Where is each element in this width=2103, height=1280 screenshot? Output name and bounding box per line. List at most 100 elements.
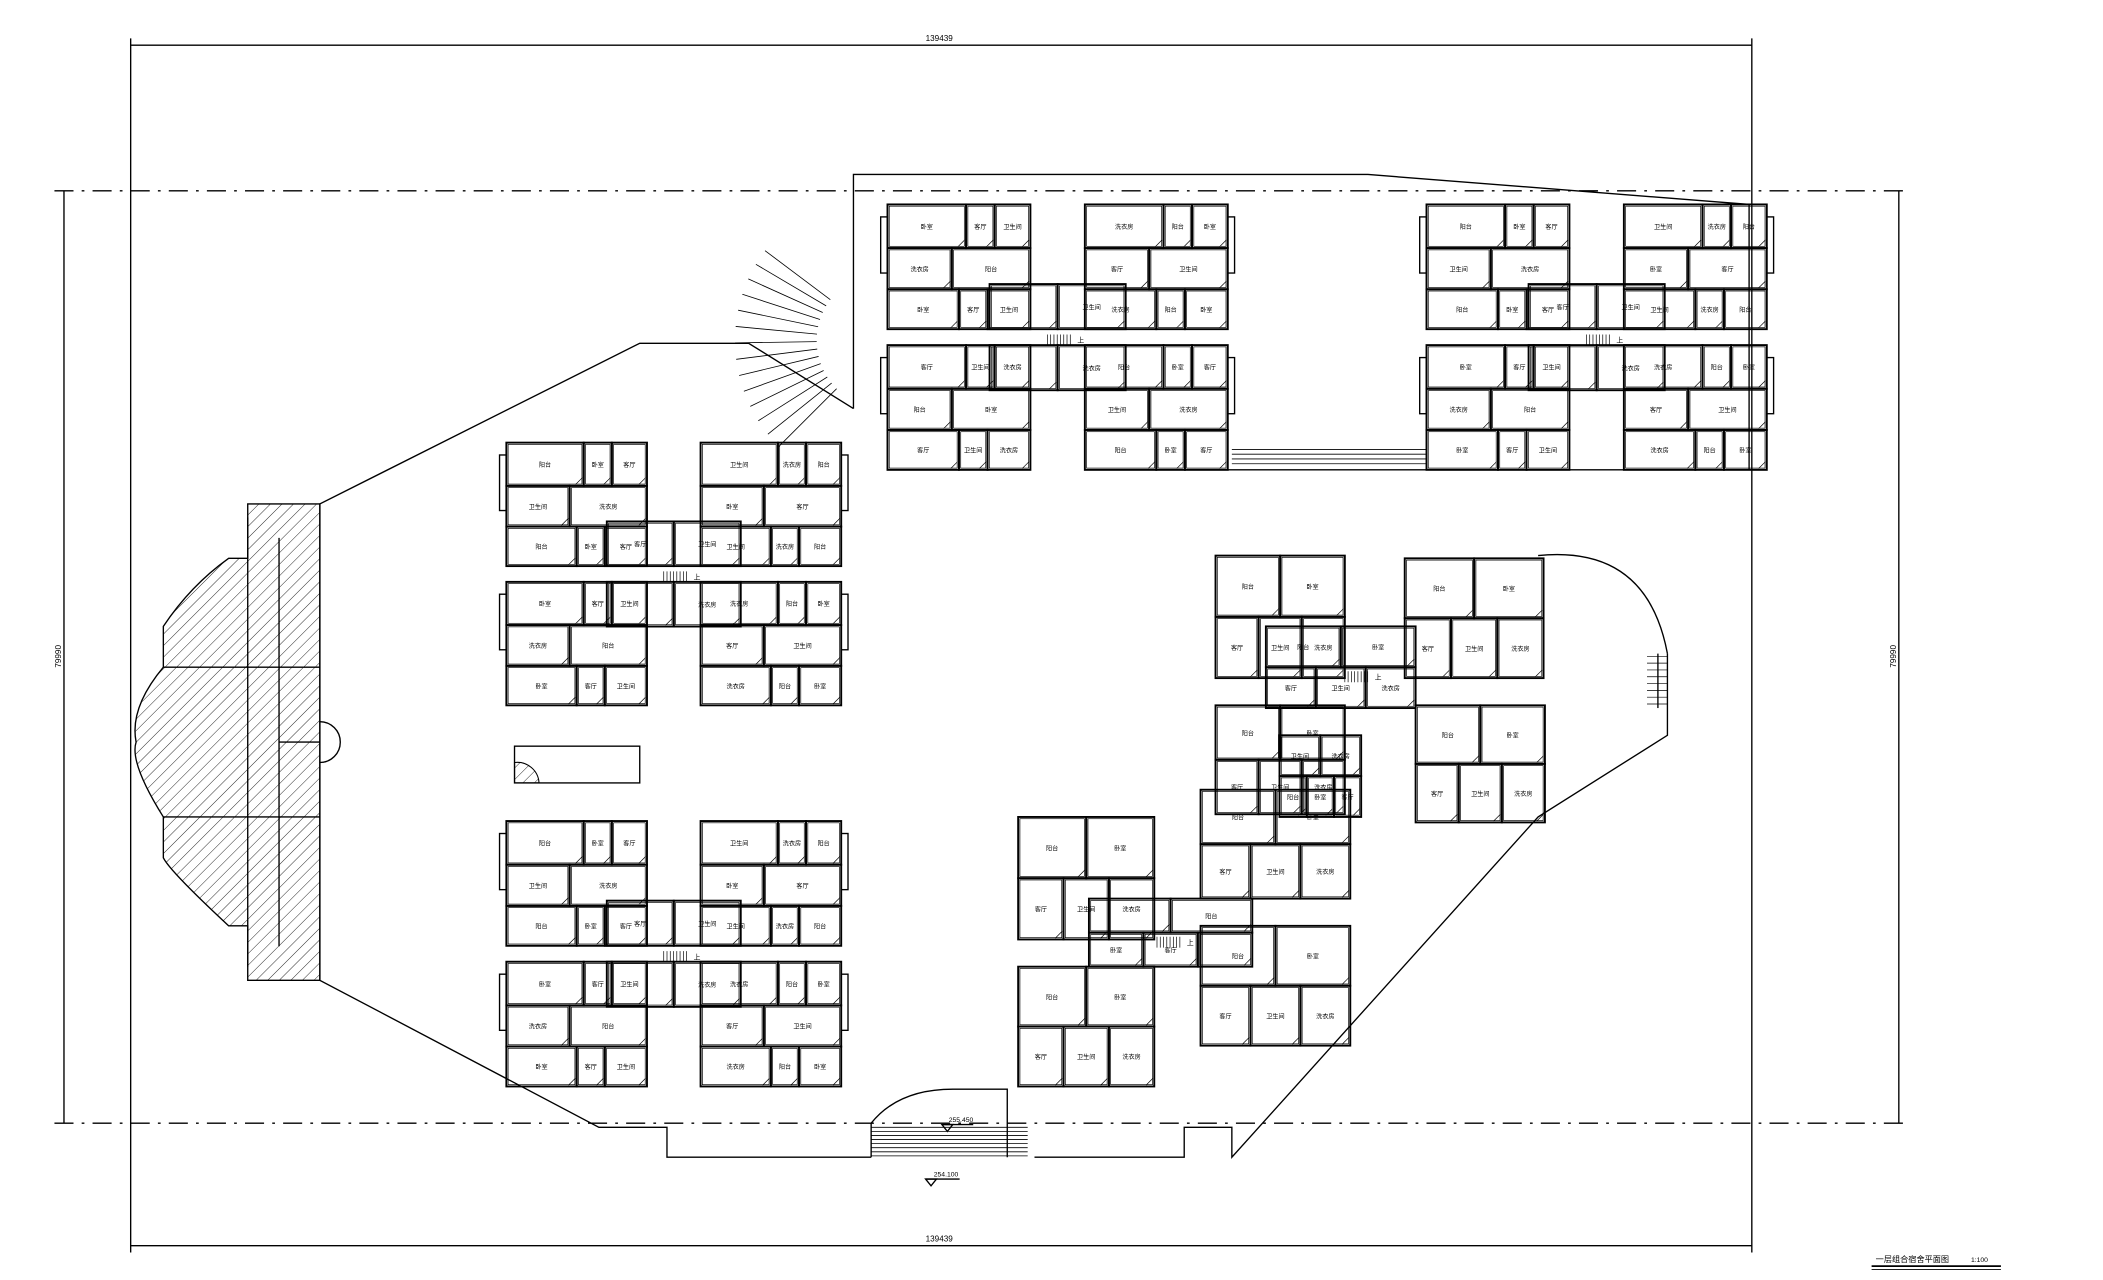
room [1299,984,1352,1047]
room-inner-wall [1301,845,1349,898]
fan-stair-tread [735,326,818,335]
room [1183,428,1229,471]
door-swing [832,518,841,526]
room-inner-wall [779,963,805,1004]
door-swing [1758,380,1766,388]
room-label: 卧室 [1506,306,1518,314]
room-label: 卧室 [1110,946,1122,954]
room-inner-wall [765,1006,840,1046]
room-label: 客厅 [1557,303,1569,311]
room [605,960,675,1008]
room-label: 卧室 [539,600,551,608]
room-label: 客厅 [620,923,632,931]
room-label: 客厅 [974,223,986,231]
door-swing [596,937,604,945]
door-swing [790,937,798,945]
door-swing [568,1078,576,1086]
room-inner-wall [675,963,740,1006]
door-swing [1189,958,1197,966]
room-inner-wall [1625,249,1687,288]
fan-stair-tread [767,382,832,435]
room-inner-wall [1090,900,1170,932]
door-swing [1336,805,1344,814]
door-swing [1493,813,1501,822]
room-inner-wall [772,528,798,565]
door-swing [755,657,763,665]
door-swing [1561,421,1569,429]
room-inner-wall [1186,290,1227,328]
room-label: 洗衣房 [529,1023,547,1031]
room-label: 阳台 [1743,223,1755,231]
door-swing [1588,381,1596,390]
room-label: 卫生间 [529,882,547,890]
balcony [879,216,889,274]
room-label: 卧室 [1506,731,1518,739]
room-inner-wall [1216,557,1279,616]
door-swing [797,477,805,485]
door-swing [832,696,841,705]
door-swing [561,897,569,905]
room-inner-wall [1732,346,1766,388]
room-inner-wall [1308,777,1333,816]
room-inner-wall [779,822,805,864]
room-label: 卧室 [1307,814,1319,822]
room-inner-wall [507,822,583,864]
room-inner-wall [1267,668,1315,707]
room-inner-wall [1281,557,1344,616]
door-swing [575,477,583,485]
door-swing [1407,699,1415,707]
door-swing [832,856,841,864]
room-label: 阳台 [786,600,798,608]
room-label: 客厅 [1506,447,1518,455]
room-inner-wall [585,583,611,624]
balcony [498,454,508,512]
door-swing [1145,1078,1154,1086]
door-swing [1298,808,1306,816]
room-inner-wall [1506,346,1533,388]
room [1722,288,1768,331]
door-swing [1325,808,1333,816]
room-label: 阳台 [535,543,547,551]
door-swing [596,557,604,565]
door-swing [797,856,805,864]
room-label: 卫生间 [620,600,638,608]
door-swing [943,280,951,289]
stair-up-label: 上 [694,573,701,582]
room-inner-wall [1276,927,1349,985]
room-inner-wall [765,866,840,905]
room-label: 卧室 [535,1063,547,1071]
room-label: 阳台 [818,840,830,848]
door-swing [797,996,805,1005]
elevation-upper: 255.450 [949,1117,974,1124]
right-dimension-text: 79990 [1889,645,1898,668]
door-swing [1267,977,1275,985]
door-swing [1489,320,1497,329]
room-label: 卫生间 [971,364,989,372]
door-swing [1140,280,1149,289]
room-label: 洗衣房 [730,600,748,608]
door-swing [575,856,583,864]
fan-stair-tread [743,363,821,392]
room-label: 客厅 [917,447,929,455]
door-swing [1291,890,1300,898]
room-label: 客厅 [1035,1053,1047,1061]
door-swing [603,856,611,864]
building-east: 上上阳台卧室客厅卫生间洗衣房阳台卧室客厅卫生间洗衣房阳台卧室客厅卫生间洗衣房阳台… [1017,554,1546,1088]
room-label: 洗衣房 [698,981,716,989]
room-inner-wall [1267,627,1340,666]
room-label: 阳台 [1442,731,1454,739]
room-label: 卫生间 [1266,868,1284,876]
room-inner-wall [1427,431,1497,469]
room-inner-wall [1703,205,1730,247]
room-label: 阳台 [1739,306,1751,314]
room [1332,775,1363,818]
room-inner-wall [1427,249,1490,288]
door-swing [575,996,583,1005]
building-north-east: 上阳台卧室客厅卫生间洗衣房阳台卧室客厅卫生间洗衣房阳台卧室客厅卫生间洗衣房阳台卧… [1419,203,1775,471]
fan-stair-tread [739,356,819,376]
door-swing [1341,835,1350,844]
room-label: 卫生间 [617,1063,635,1071]
room-label: 卫生间 [1622,303,1640,311]
room-inner-wall [800,667,840,704]
door-swing [755,518,763,526]
